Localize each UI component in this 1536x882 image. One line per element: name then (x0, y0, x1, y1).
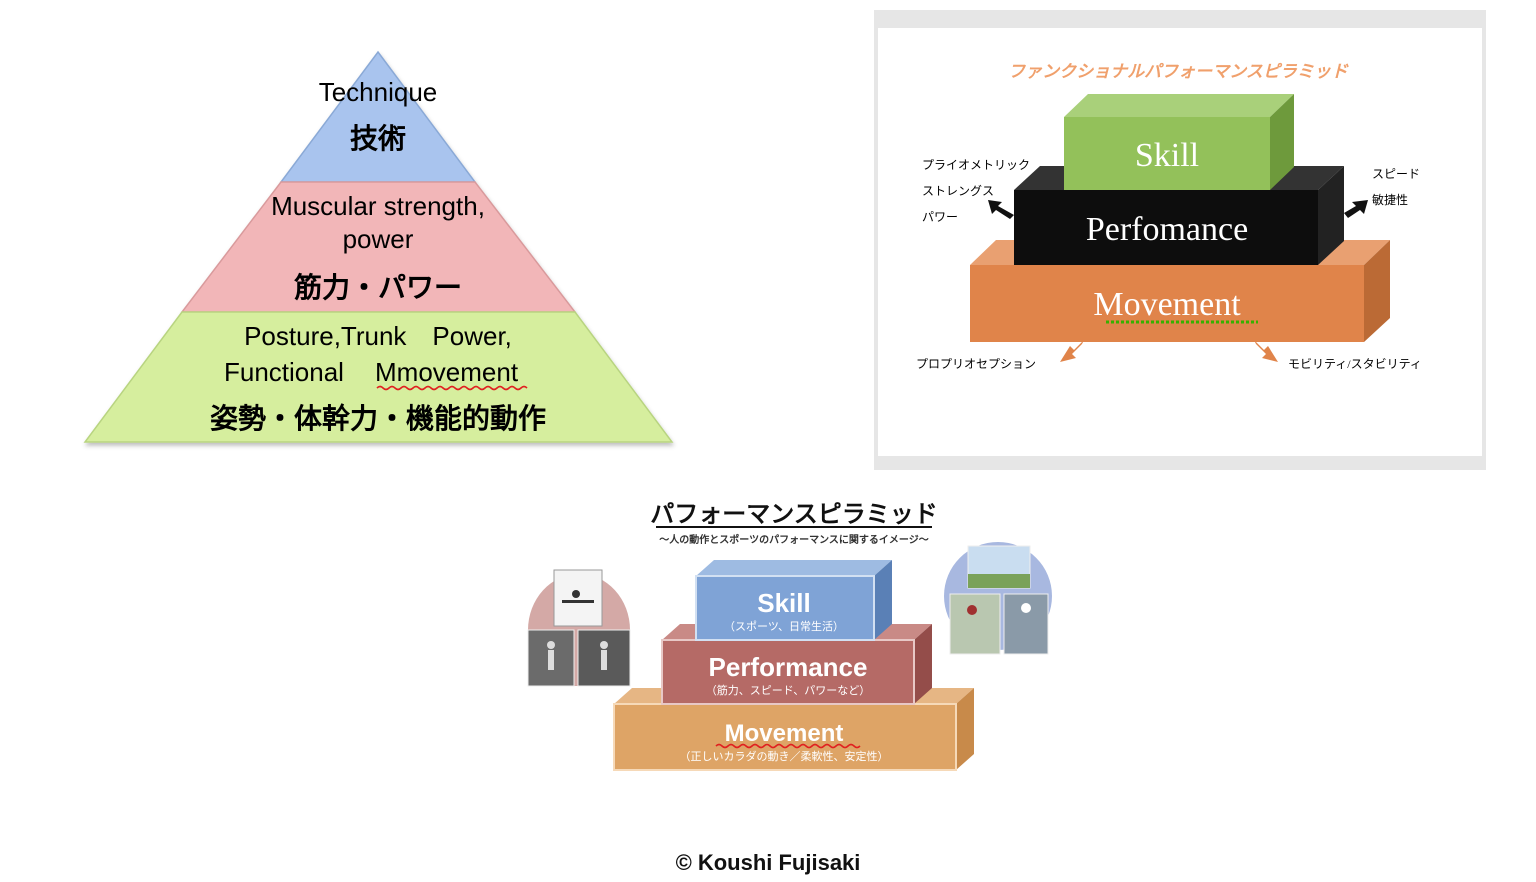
pyramid-tier-movement (83, 311, 674, 443)
copyright-credit: ©Koushi Fujisaki (0, 850, 1536, 876)
arrow-right-icon (1344, 200, 1368, 218)
author-name: Koushi Fujisaki (697, 850, 861, 875)
skill-block: Skill (1064, 94, 1294, 190)
right-label-2: 敏捷性 (1372, 192, 1408, 207)
left-photo-group (527, 569, 631, 687)
copyright-mark: © (675, 850, 692, 875)
performance-pyramid: パフォーマンスピラミッド 〜人の動作とスポーツのパフォーマンスに関するイメージ〜… (527, 501, 1052, 771)
photo-weightlifting (553, 569, 603, 627)
pp-movement-label: Movement (725, 720, 844, 747)
movement-ja: 姿勢・体幹力・機能的動作 (210, 402, 546, 434)
left-pyramid: Technique 技術 Muscular strength, power 筋力… (83, 50, 674, 443)
spellcheck-underline (376, 385, 528, 391)
pp-skill-sub: （スポーツ、日常生活） (724, 619, 844, 633)
pp-subtitle: 〜人の動作とスポーツのパフォーマンスに関するイメージ〜 (659, 533, 928, 546)
pp-skill-label: Skill (757, 588, 810, 618)
photo-soccer (949, 593, 1001, 655)
left-label-2: ストレングス (922, 184, 994, 198)
arrow-bottom-right-icon (1254, 340, 1278, 362)
movement-en-1: Posture,Trunk Power, (244, 321, 512, 351)
strength-ja: 筋力・パワー (294, 271, 462, 303)
pp-performance-sub: （筋力、スピード、パワーなど） (706, 683, 871, 697)
movement-label: Movement (1093, 286, 1241, 323)
left-label-3: パワー (922, 210, 958, 224)
movement-en-2b: Mmovement (375, 357, 519, 387)
skill-label: Skill (1135, 137, 1199, 174)
arrow-left-icon (988, 200, 1014, 219)
functional-pyramid: ファンクショナルパフォーマンスピラミッド Movement Perfomance… (916, 62, 1422, 371)
arrow-bottom-left-icon (1060, 340, 1084, 362)
bottom-right-label: モビリティ/スタビリティ (1288, 357, 1422, 371)
pp-movement-sub: （正しいカラダの動き／柔軟性、安定性） (680, 749, 889, 763)
right-photo-group (944, 542, 1052, 655)
pp-skill-block: Skill （スポーツ、日常生活） (695, 560, 892, 641)
left-label-1: プライオメトリック (922, 158, 1030, 172)
right-label-1: スピード (1372, 167, 1420, 181)
movement-en-2a: Functional (224, 357, 344, 387)
functional-title: ファンクショナルパフォーマンスピラミッド (1008, 62, 1349, 81)
bottom-left-label: プロプリオセプション (916, 357, 1036, 371)
technique-ja: 技術 (350, 123, 406, 154)
performance-label: Perfomance (1086, 211, 1248, 248)
pyramid-tier-technique (279, 50, 477, 183)
technique-en: Technique (319, 77, 438, 107)
pp-performance-label: Performance (709, 652, 868, 682)
pp-title: パフォーマンスピラミッド (650, 501, 938, 528)
strength-en-2: power (343, 224, 414, 254)
strength-en-1: Muscular strength, (271, 191, 485, 221)
